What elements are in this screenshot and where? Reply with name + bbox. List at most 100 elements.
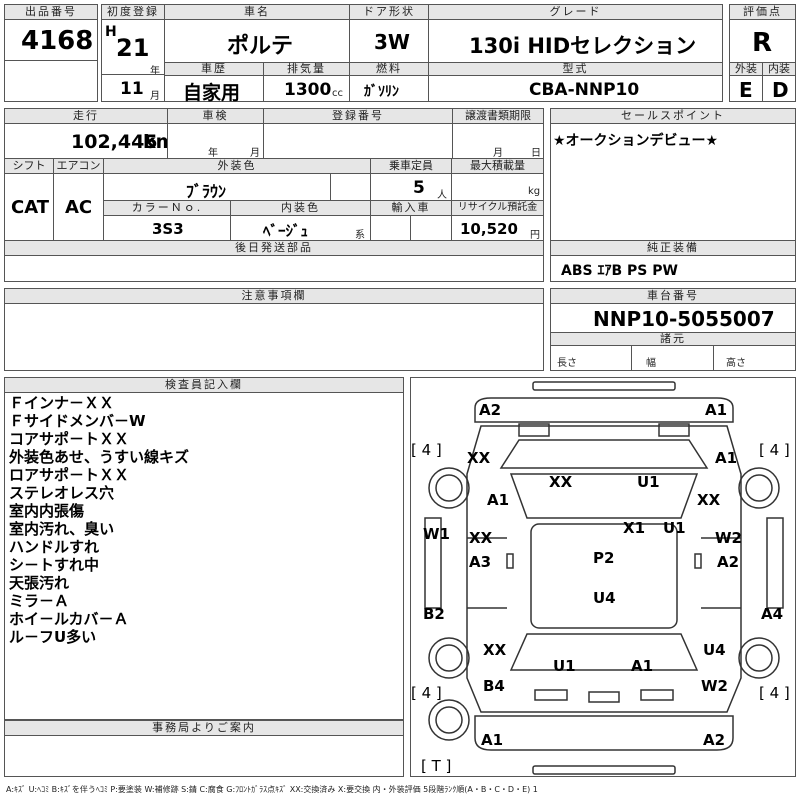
int-color-unit: 系 <box>355 230 365 241</box>
ext-grade: E <box>739 78 753 102</box>
width-label: 幅 <box>646 358 656 369</box>
color-cell: ﾌﾞﾗｳﾝ <box>103 173 331 201</box>
mark-hood-right: U1 <box>637 473 660 491</box>
history: 自家用 <box>183 82 241 104</box>
fuel: ｶﾞｿﾘﾝ <box>364 84 399 100</box>
recycle-label: リサイクル預託金 <box>451 200 544 216</box>
load-label: 最大積載量 <box>451 158 544 174</box>
mark-roof-rear: U4 <box>593 589 616 607</box>
office-cell <box>4 735 404 777</box>
int-label: 内装 <box>762 62 796 76</box>
capacity: 5 <box>413 178 425 198</box>
mileage: 102,445 <box>71 131 158 153</box>
reg-month: 11 <box>120 79 144 99</box>
first-reg-month-cell: 11 月 <box>101 74 165 102</box>
car-name: ポルテ <box>227 34 294 59</box>
caution-label: 注意事項欄 <box>4 288 544 304</box>
shift-cell: CAT <box>4 173 54 241</box>
mileage-cell: 102,445 km <box>4 123 175 159</box>
later-parts-label: 後日発送部品 <box>4 240 544 256</box>
mark-left-side: W1 <box>423 525 450 543</box>
inspector-notes: Ｆインナ－ＸＸ Ｆサイドメンバ－W コアサポ－トＸＸ 外装色あせ、うすい線キズ … <box>4 392 404 720</box>
model-label: 型式 <box>428 62 723 76</box>
mark-right-front: XX <box>697 491 721 509</box>
reg-year: 21 <box>116 34 150 62</box>
transfer-day-unit: 日 <box>531 148 541 159</box>
reg-month-unit: 月 <box>150 91 160 102</box>
note-line: Ｆインナ－ＸＸ <box>9 394 115 412</box>
inspector-label: 検査員記入欄 <box>4 377 404 393</box>
mark-back-door-right: A1 <box>631 657 654 675</box>
mark-roof: P2 <box>593 549 615 567</box>
sales-point-cell: ★オークションデビュー★ <box>550 123 796 241</box>
note-line: ステレオレス穴 <box>9 484 115 502</box>
displacement: 1300 <box>284 80 332 100</box>
ac-cell: AC <box>53 173 104 241</box>
mark-left-door: XX <box>469 529 493 547</box>
first-reg-label: 初度登録 <box>101 4 165 20</box>
car-diagram: [ 4 ] [ 4 ] [ 4 ] [ 4 ] [ T ] A2 A1 XX A… <box>410 377 796 777</box>
mark-left-rear: XX <box>483 641 507 659</box>
grade-label: グレード <box>428 4 723 20</box>
door-type: 3W <box>374 30 410 54</box>
mark-right-quarter: A4 <box>761 605 784 623</box>
color-no: 3S3 <box>152 220 184 238</box>
color-no-label: カラーＮｏ. <box>103 200 231 216</box>
damage-legend: A:ｷｽﾞ U:ﾍｺﾐ B:ｷｽﾞを伴うﾍｺﾐ P:要塗装 W:補修跡 S:錆 … <box>6 785 538 794</box>
lot-no: 4168 <box>21 26 94 56</box>
grade-cell: 130i HIDセレクション <box>428 19 723 63</box>
color-no-cell: 3S3 <box>103 215 231 241</box>
mark-right-rear-door: A2 <box>717 553 740 571</box>
caution-cell <box>4 303 544 371</box>
recycle-unit: 円 <box>530 230 540 241</box>
length-label: 長さ <box>557 358 577 369</box>
note-line: 天張汚れ <box>9 574 70 592</box>
displacement-cell: 1300 cc <box>263 75 350 102</box>
spec-height-cell: 高さ <box>713 345 796 371</box>
height-label: 高さ <box>726 358 746 369</box>
sales-point-label: セールスポイント <box>550 108 796 124</box>
mark-hood-left: XX <box>549 473 573 491</box>
mark-left-front-door: A1 <box>487 491 510 509</box>
mark-front-right-fender: A1 <box>715 449 738 467</box>
model: CBA-NNP10 <box>529 80 640 100</box>
chassis-label: 車台番号 <box>550 288 796 304</box>
int-color: ﾍﾞｰｼﾞｭ <box>263 222 309 240</box>
mark-right-pillar: U1 <box>663 519 686 537</box>
int-grade: D <box>772 78 789 102</box>
spec-label: 諸元 <box>550 332 796 346</box>
equipment-cell: ABS ｴｱB PS PW <box>550 255 796 282</box>
capacity-label: 乗車定員 <box>370 158 452 174</box>
transfer-cell: 月 日 <box>452 123 544 159</box>
note-line: 室内内張傷 <box>9 502 85 520</box>
mark-right-door: W2 <box>715 529 742 547</box>
name-cell: ポルテ <box>164 19 350 63</box>
insp-year-unit: 年 <box>208 148 218 159</box>
name-label: 車名 <box>164 4 350 20</box>
mark-left-rear-door: A3 <box>469 553 492 571</box>
score-label: 評価点 <box>729 4 796 20</box>
reg-year-unit: 年 <box>150 66 160 77</box>
later-parts-cell <box>4 255 544 282</box>
chassis-number: NNP10-5055007 <box>593 307 775 331</box>
spare-tire-mark: [ T ] <box>421 757 452 775</box>
displacement-unit: cc <box>332 88 343 99</box>
mark-rear-left-corner: B4 <box>483 677 505 695</box>
reg-no-label: 登録番号 <box>263 108 453 124</box>
inspection-cell: 年 月 <box>167 123 264 159</box>
mark-left-quarter: B2 <box>423 605 445 623</box>
import-cell <box>370 215 411 241</box>
equipment-label: 純正装備 <box>550 240 796 256</box>
tire-rear-left: [ 4 ] <box>411 684 442 702</box>
capacity-cell: 5 人 <box>370 173 452 201</box>
chassis-cell: NNP10-5055007 <box>550 303 796 333</box>
fuel-label: 燃料 <box>349 62 429 76</box>
mark-front-left-fender: XX <box>467 449 491 467</box>
ac-label: エアコン <box>53 158 104 174</box>
import-cell-2 <box>410 215 452 241</box>
mark-rear-right-corner: W2 <box>701 677 728 695</box>
tire-front-right: [ 4 ] <box>759 441 790 459</box>
door-label: ドア形状 <box>349 4 429 20</box>
int-color-cell: ﾍﾞｰｼﾞｭ 系 <box>230 215 371 241</box>
lot-no-label: 出品番号 <box>4 4 98 20</box>
